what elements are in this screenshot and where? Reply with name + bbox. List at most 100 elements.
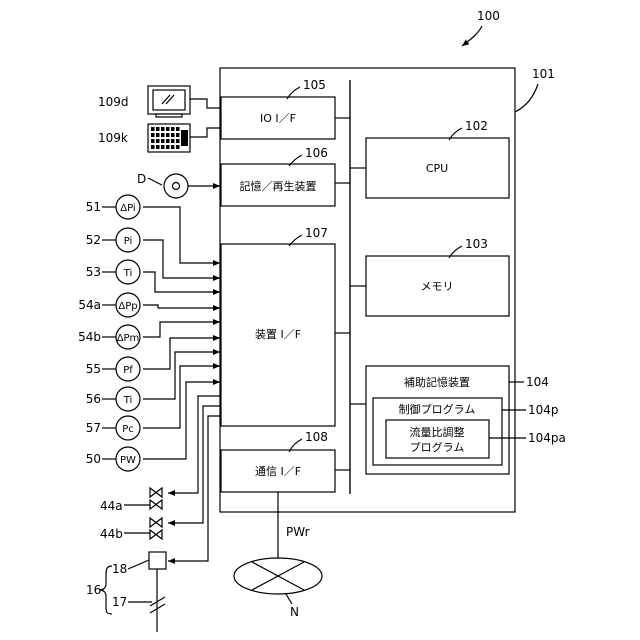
ref-109d: 109d — [98, 95, 129, 109]
ref-N: N — [290, 605, 299, 619]
ref-101-leader — [515, 84, 538, 112]
memory-label: メモリ — [421, 280, 454, 293]
ref-disc-leader — [148, 178, 162, 185]
keyboard-key — [156, 133, 160, 137]
keyboard-key — [151, 139, 155, 143]
ref-100: 100 — [477, 9, 500, 23]
sensor-54b: ΔPm 54b — [78, 325, 140, 349]
sensor-label: Pc — [122, 424, 134, 435]
keyboard-key — [151, 133, 155, 137]
sensor-56: Ti 56 — [86, 387, 140, 411]
ref-106: 106 — [305, 146, 328, 160]
keyboard-key — [161, 139, 165, 143]
ref-104: 104 — [526, 375, 549, 389]
sensor-label: Ti — [123, 395, 133, 406]
keyboard-key — [166, 145, 170, 149]
keyboard-connection — [190, 128, 221, 137]
group-16-brace — [100, 566, 112, 614]
sensor-group: ΔPi51Pi52Ti53ΔPp54aΔPm54bPf55Ti56Pc57PW5… — [78, 195, 140, 471]
keyboard-key — [156, 145, 160, 149]
ref-44b: 44b — [100, 527, 123, 541]
keyboard-key — [166, 139, 170, 143]
keyboard-key — [171, 133, 175, 137]
sensor-ref: 56 — [86, 392, 101, 406]
ref-17: 17 — [112, 595, 127, 609]
disc-icon — [164, 174, 188, 198]
display-monitor-icon — [148, 86, 190, 117]
ref-N-leader — [286, 594, 292, 604]
keyboard-key — [161, 133, 165, 137]
actuator-output-lines — [168, 396, 220, 561]
comm-interface-label: 通信 I／F — [255, 465, 301, 478]
keyboard-key — [151, 145, 155, 149]
sensor-51: ΔPi 51 — [86, 195, 140, 219]
sensor-ref: 55 — [86, 362, 101, 376]
flow-ratio-program-label-2: プログラム — [410, 440, 465, 454]
ref-102: 102 — [465, 119, 488, 133]
sensor-50: PW 50 — [86, 447, 140, 471]
sensor-label: Ti — [123, 268, 133, 279]
keyboard-key — [166, 127, 170, 131]
sensor-54a: ΔPp 54a — [78, 293, 140, 317]
sensor-52: Pi 52 — [86, 228, 140, 252]
sensor-label: ΔPm — [117, 333, 140, 344]
ref-18: 18 — [112, 562, 127, 576]
sensor-ref: 50 — [86, 452, 101, 466]
ref-104pa: 104pa — [528, 431, 566, 445]
sensor-ref: 54b — [78, 330, 101, 344]
sensor-label: ΔPp — [118, 301, 137, 312]
valve-44b-icon — [150, 518, 162, 539]
sensor-label: ΔPi — [120, 203, 135, 214]
keyboard-key — [176, 133, 180, 137]
keyboard-icon — [148, 124, 190, 152]
flow-ratio-program-label-1: 流量比調整 — [410, 425, 465, 439]
ref-16: 16 — [86, 583, 101, 597]
sensor-57: Pc 57 — [86, 416, 140, 440]
aux-storage-label: 補助記憶装置 — [404, 375, 470, 389]
sensor-ref: 52 — [86, 233, 101, 247]
ref-107: 107 — [305, 226, 328, 240]
ref-104p: 104p — [528, 403, 559, 417]
storage-device-label: 記憶／再生装置 — [240, 179, 317, 193]
ref-108: 108 — [305, 430, 328, 444]
sensor-ref: 57 — [86, 421, 101, 435]
sensor-ref: 53 — [86, 265, 101, 279]
ref-18-leader — [128, 560, 149, 569]
keyboard-key — [161, 145, 165, 149]
keyboard-key — [156, 127, 160, 131]
unit-18-box — [149, 552, 166, 569]
sensor-55: Pf 55 — [86, 357, 140, 381]
keyboard-key — [156, 139, 160, 143]
sensor-53: Ti 53 — [86, 260, 140, 284]
keyboard-numpad — [181, 130, 188, 146]
device-interface-label: 装置 I／F — [255, 328, 301, 341]
sensor-ref: 54a — [78, 298, 101, 312]
keyboard-key — [151, 127, 155, 131]
keyboard-key — [171, 127, 175, 131]
keyboard-key — [176, 145, 180, 149]
ref-PWr: PWr — [286, 525, 310, 539]
valve-44a-icon — [150, 488, 162, 509]
ref-44a: 44a — [100, 499, 123, 513]
keyboard-key — [171, 145, 175, 149]
sensor-label: PW — [120, 455, 136, 466]
keyboard-key — [176, 139, 180, 143]
sensor-ref: 51 — [86, 200, 101, 214]
control-program-label: 制御プログラム — [399, 402, 476, 416]
cpu-label: CPU — [426, 162, 448, 175]
sensor-label: Pi — [124, 236, 133, 247]
ref-105: 105 — [303, 78, 326, 92]
keyboard-key — [161, 127, 165, 131]
ref-109k: 109k — [98, 131, 128, 145]
ref-disc-D: D — [137, 172, 146, 186]
keyboard-key — [171, 139, 175, 143]
keyboard-key — [166, 133, 170, 137]
ref-103: 103 — [465, 237, 488, 251]
sensor-label: Pf — [123, 365, 133, 376]
display-connection — [190, 99, 221, 108]
io-interface-label: IO I／F — [260, 112, 296, 125]
ref-100-leader — [462, 26, 482, 46]
ref-101: 101 — [532, 67, 555, 81]
keyboard-key — [176, 127, 180, 131]
